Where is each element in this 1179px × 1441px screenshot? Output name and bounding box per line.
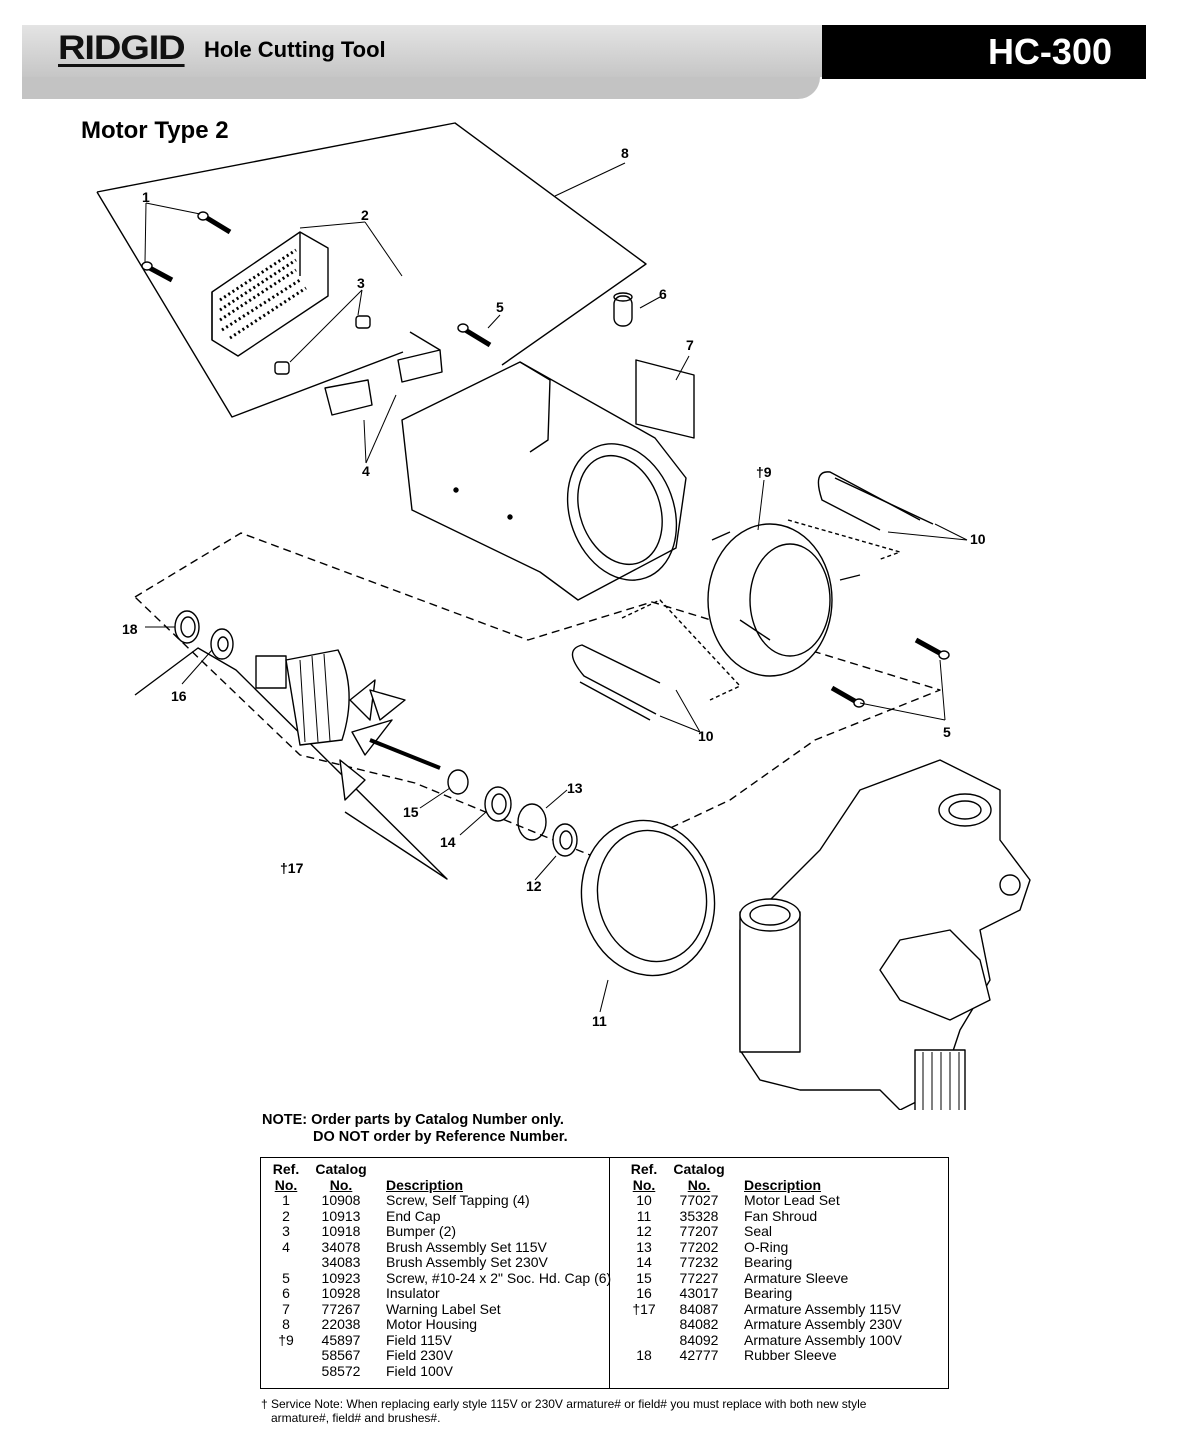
header-catalog: Catalog xyxy=(673,1161,725,1177)
service-note-line-1: † Service Note: When replacing early sty… xyxy=(261,1397,867,1411)
bearing-part-14 xyxy=(484,786,512,822)
fan-shroud-part-11 xyxy=(580,819,716,977)
callout-2: 2 xyxy=(361,207,369,223)
callout-16: 16 xyxy=(171,688,187,704)
header-description: Description xyxy=(386,1176,464,1193)
callout-4: 4 xyxy=(362,463,370,479)
exploded-parts-diagram: 1 2 3 4 5 6 7 8 †9 10 10 5 18 16 15 14 1… xyxy=(96,122,1031,1110)
header-ref-no: No. xyxy=(632,1176,656,1193)
header-ref: Ref. xyxy=(630,1161,658,1177)
header-description: Description xyxy=(744,1176,822,1193)
screw-part-1 xyxy=(141,211,232,283)
header-ref-no: No. xyxy=(274,1176,298,1193)
brush-assembly-part-4 xyxy=(324,331,443,416)
callout-14: 14 xyxy=(440,834,456,850)
header-catalog-no: No. xyxy=(687,1176,711,1193)
callout-17: †17 xyxy=(280,860,304,876)
screw-part-5-lower xyxy=(830,637,950,708)
motor-housing-part-8 xyxy=(401,361,687,601)
service-note: † Service Note: When replacing early sty… xyxy=(261,1397,961,1425)
header-gray-band xyxy=(22,25,822,77)
bumper-part-3 xyxy=(274,315,371,375)
tool-body xyxy=(739,759,1031,1110)
ridgid-logo: RIDGID xyxy=(58,29,186,67)
leader-lines xyxy=(144,162,968,1013)
rubber-sleeve-part-18 xyxy=(174,610,200,644)
header-catalog: Catalog xyxy=(315,1161,367,1177)
service-note-line-2: armature#, field# and brushes#. xyxy=(271,1411,441,1425)
callout-6: 6 xyxy=(659,286,667,302)
order-note: NOTE: Order parts by Catalog Number only… xyxy=(262,1112,568,1146)
o-ring-part-13 xyxy=(517,803,547,841)
warning-label-part-7 xyxy=(635,359,695,439)
header-catalog-no: No. xyxy=(329,1176,353,1193)
callout-15: 15 xyxy=(403,804,419,820)
callout-3: 3 xyxy=(357,275,365,291)
header-ref: Ref. xyxy=(272,1161,300,1177)
bearing-part-16 xyxy=(210,628,234,660)
callout-10-lower: 10 xyxy=(698,728,714,744)
callout-7: 7 xyxy=(686,337,694,353)
header-gray-tab xyxy=(22,77,820,99)
callout-8: 8 xyxy=(621,145,629,161)
callout-9: †9 xyxy=(756,464,772,480)
armature-sleeve-part-15 xyxy=(447,769,469,795)
callout-18: 18 xyxy=(122,621,138,637)
order-note-line-1: NOTE: Order parts by Catalog Number only… xyxy=(262,1112,564,1128)
callout-13: 13 xyxy=(567,780,583,796)
tool-name: Hole Cutting Tool xyxy=(204,37,386,62)
field-part-9 xyxy=(707,523,861,677)
callout-11: 11 xyxy=(592,1013,607,1029)
table-divider xyxy=(609,1158,610,1388)
callout-5: 5 xyxy=(496,299,504,315)
page-header: HC-300 RIDGID Hole Cutting Tool xyxy=(22,25,1146,99)
top-group-outline xyxy=(96,122,647,418)
lower-solid-outline xyxy=(134,647,448,880)
callout-10-upper: 10 xyxy=(970,531,986,547)
callout-12: 12 xyxy=(526,878,542,894)
insulator-part-6 xyxy=(613,292,633,327)
model-number: HC-300 xyxy=(987,31,1112,72)
header-black-band: HC-300 xyxy=(822,25,1146,79)
screw-part-5-top xyxy=(457,323,492,348)
seal-part-12 xyxy=(552,823,578,857)
motor-lead-part-10 xyxy=(571,471,934,721)
end-cap-part-2 xyxy=(211,231,329,357)
armature-group-outline xyxy=(134,532,941,861)
callout-5-lower: 5 xyxy=(943,724,951,740)
order-note-line-2: DO NOT order by Reference Number. xyxy=(313,1129,568,1145)
callout-1: 1 xyxy=(142,189,150,205)
armature-part-17 xyxy=(255,649,441,801)
section-title: Motor Type 2 xyxy=(81,117,229,144)
